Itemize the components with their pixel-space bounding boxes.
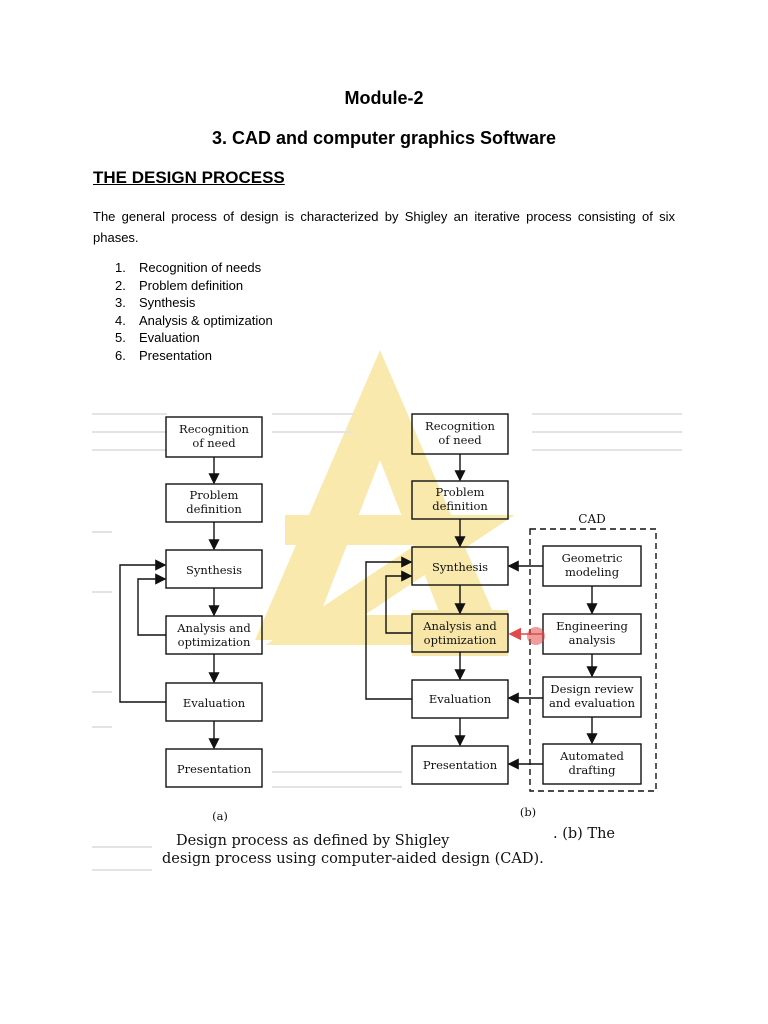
label-presentation-a: Presentation <box>177 762 252 776</box>
label-engineering-2: analysis <box>569 633 616 647</box>
label-analysis-a-2: optimization <box>178 635 251 649</box>
label-geometric: Geometric <box>562 551 623 565</box>
module-title: Module-2 <box>344 88 424 108</box>
label-a: (a) <box>212 809 228 823</box>
cad-frame <box>529 528 657 792</box>
section-heading: THE DESIGN PROCESS <box>93 168 285 187</box>
label-analysis-b: Analysis and <box>422 619 497 633</box>
label-b: (b) <box>520 805 536 819</box>
list-item: 6.Presentation <box>115 347 212 363</box>
highlight-analysis-b <box>412 610 508 656</box>
label-recognition-b: Recognition <box>425 419 495 433</box>
label-recognition-b-2: of need <box>438 433 482 447</box>
label-review: Design review <box>550 682 633 696</box>
watermark-logo <box>255 350 515 645</box>
label-problem-a: Problem <box>190 488 239 502</box>
design-process-figure: Recognition of need Problem definition S… <box>92 413 682 871</box>
label-review-2: and evaluation <box>549 696 636 710</box>
list-item: 4.Analysis & optimization <box>115 312 273 328</box>
chapter-title: 3. CAD and computer graphics Software <box>211 128 557 148</box>
diagram-a <box>119 416 263 788</box>
label-engineering: Engineering <box>556 619 628 633</box>
label-analysis-a: Analysis and <box>176 621 251 635</box>
label-geometric-2: modeling <box>565 565 620 579</box>
caption-line-1-tail: . (b) The <box>553 826 615 842</box>
label-drafting: Automated <box>559 749 624 763</box>
label-evaluation-a: Evaluation <box>183 696 246 710</box>
label-recognition-a-2: of need <box>192 436 236 450</box>
label-analysis-b-2: optimization <box>424 633 497 647</box>
label-drafting-2: drafting <box>568 763 616 777</box>
label-synthesis-b: Synthesis <box>432 560 488 574</box>
phase-list: 1.Recognition of needs 2.Problem definit… <box>93 259 273 365</box>
diagram-b <box>365 413 657 792</box>
label-presentation-b: Presentation <box>423 758 498 772</box>
list-item: 5.Evaluation <box>115 330 200 346</box>
label-cad: CAD <box>578 512 605 526</box>
intro-paragraph: The general process of design is charact… <box>93 209 675 245</box>
list-item: 1.Recognition of needs <box>115 260 262 275</box>
label-evaluation-b: Evaluation <box>429 692 492 706</box>
label-problem-a-2: definition <box>186 502 242 516</box>
caption-line-2: design process using computer-aided desi… <box>162 851 544 867</box>
list-item: 2.Problem definition <box>115 277 244 293</box>
caption-line-1: Design process as defined by Shigley <box>176 833 450 849</box>
red-dot <box>527 627 545 645</box>
label-problem-b-2: definition <box>432 499 488 513</box>
label-problem-b: Problem <box>436 485 485 499</box>
label-synthesis-a: Synthesis <box>186 563 242 577</box>
list-item: 3.Synthesis <box>115 295 196 311</box>
label-recognition-a: Recognition <box>179 422 249 436</box>
